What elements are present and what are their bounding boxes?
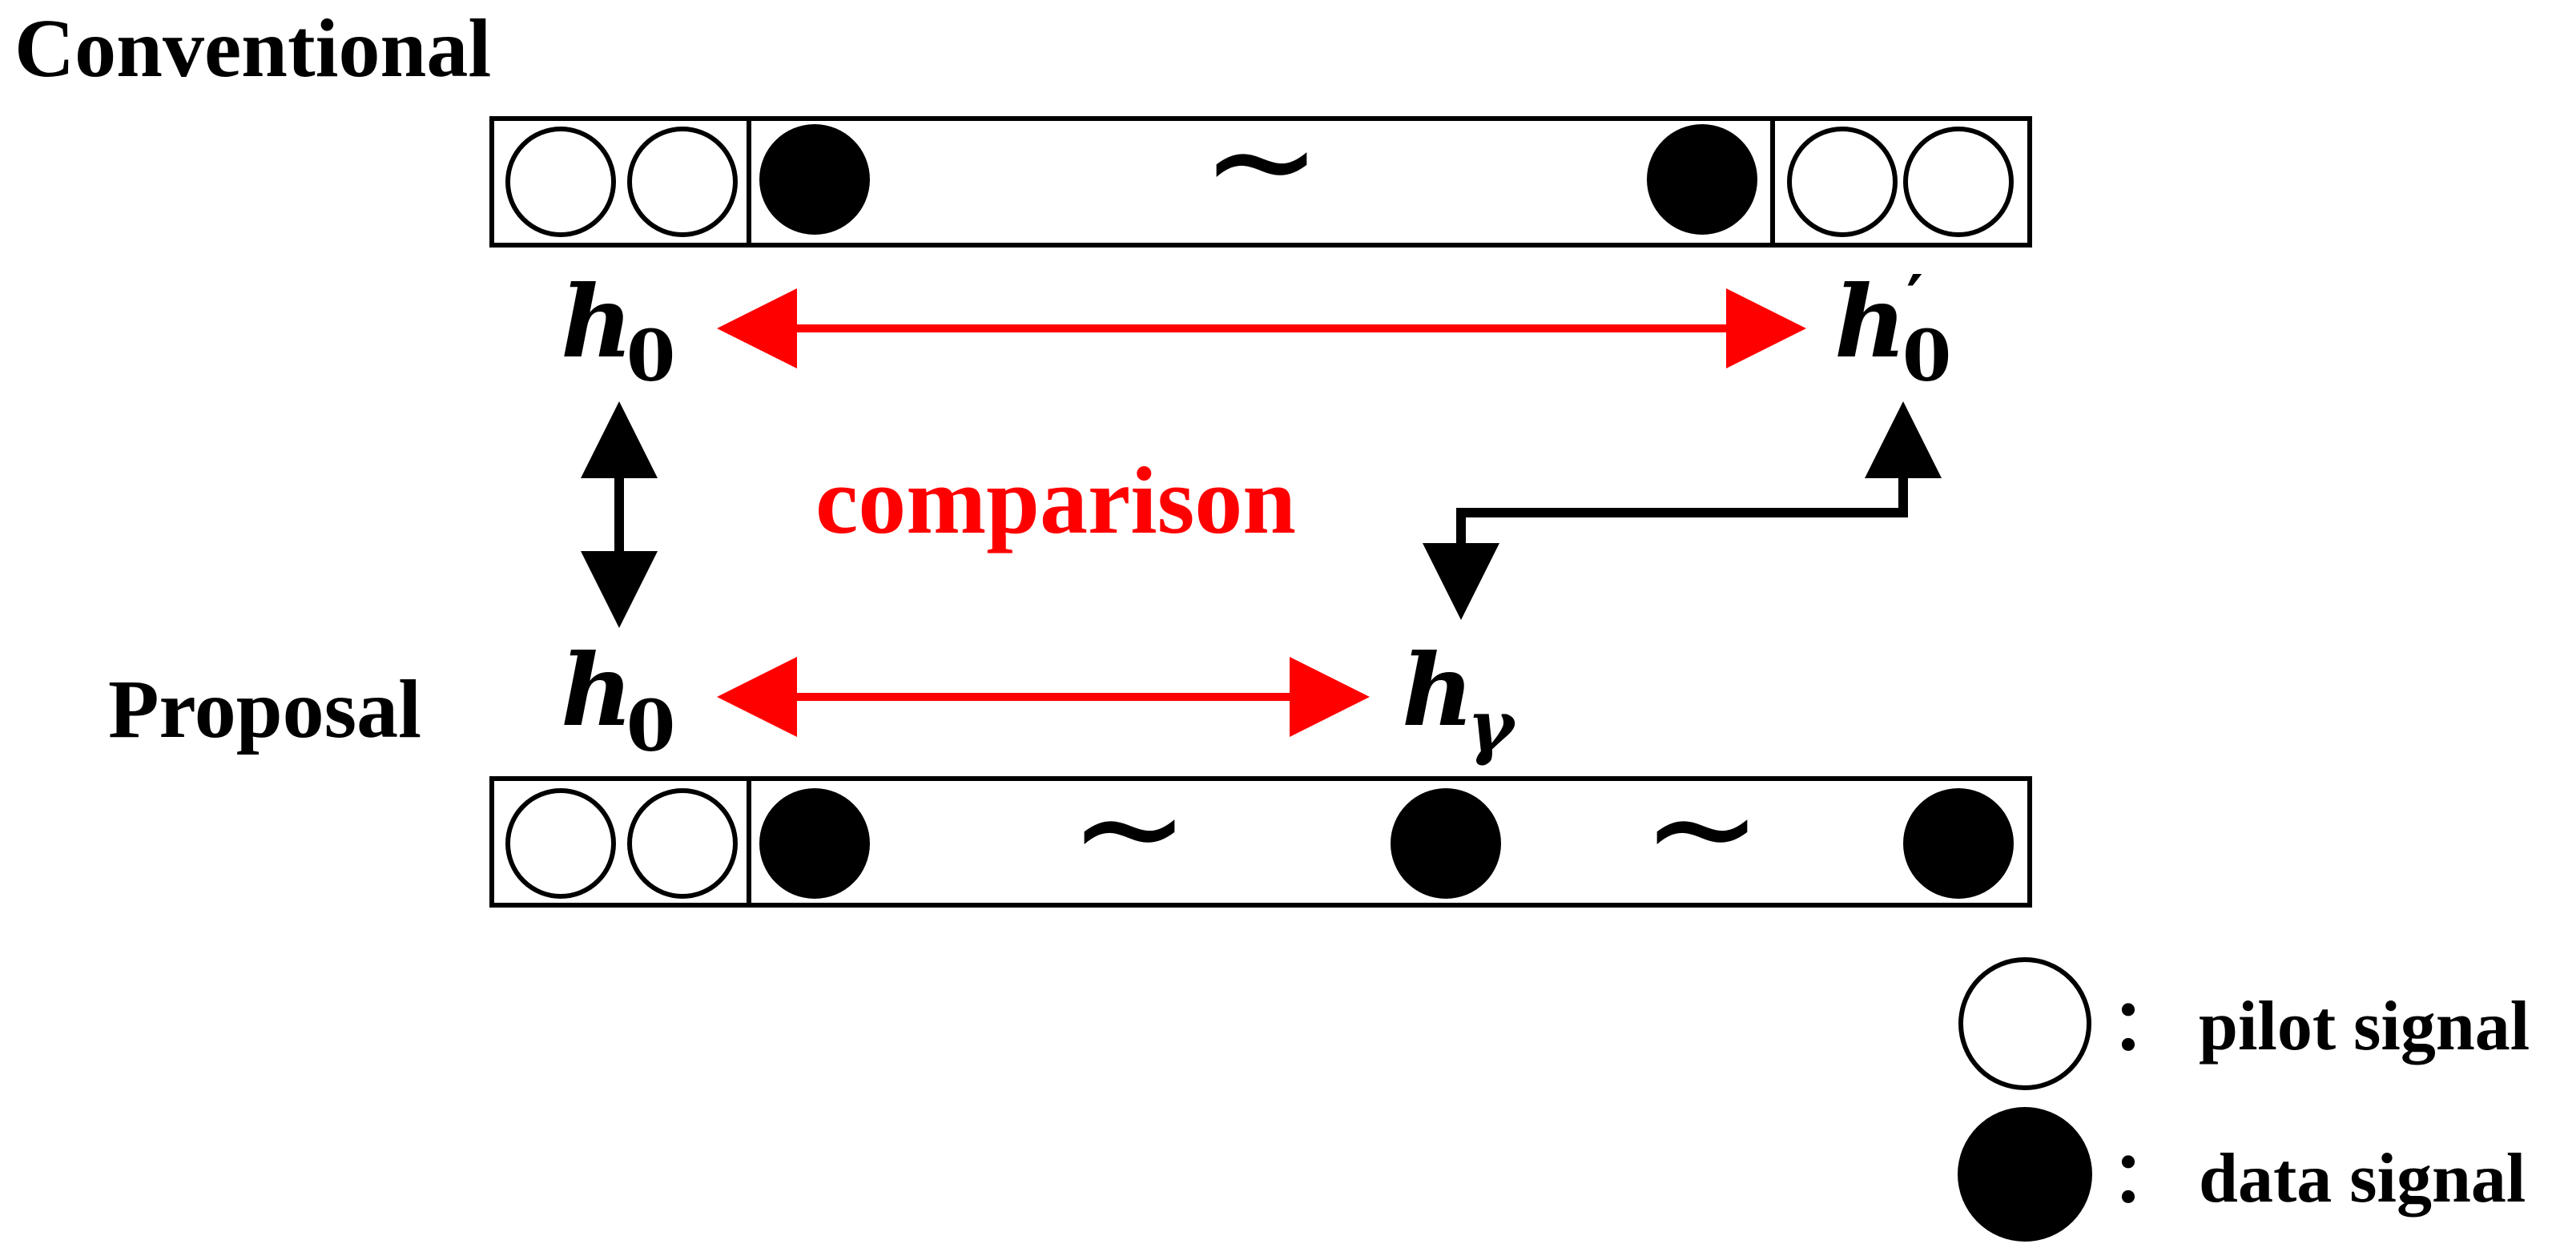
h-symbol: h	[1402, 633, 1474, 749]
h0prime-to-hgamma-arrow	[1423, 401, 1942, 620]
pilot-signal-icon	[627, 127, 738, 237]
conventional-label: Conventional	[14, 2, 491, 95]
pilot-signal-icon	[1903, 127, 2014, 237]
proposal-label: Proposal	[108, 663, 421, 755]
data-legend-label: ： data signal	[2111, 1140, 2526, 1218]
h-symbol: h	[561, 633, 633, 749]
pilot-legend-label: ： pilot signal	[2111, 988, 2530, 1065]
h0-prime: h 0 ′	[1834, 260, 1951, 397]
legend: ： pilot signal ： data signal	[1958, 957, 2530, 1242]
pilot-signal-icon	[1787, 127, 1898, 237]
h-symbol: h	[1834, 264, 1906, 380]
h-symbol: h	[561, 264, 633, 380]
data-signal-icon	[1903, 788, 2014, 899]
proposal-frame-border	[489, 776, 2032, 908]
tilde-symbol: ∼	[1201, 77, 1322, 244]
tilde-symbol: ∼	[1069, 744, 1190, 912]
data-signal-icon	[1391, 788, 1501, 899]
h0-conventional: h 0	[561, 264, 675, 397]
tilde-symbol: ∼	[1642, 744, 1763, 912]
data-signal-icon	[759, 124, 870, 235]
h0-proposal: h 0	[561, 633, 675, 767]
comparison-label: comparison	[815, 447, 1296, 554]
subscript-zero: 0	[626, 314, 675, 397]
data-signal-icon	[1647, 124, 1757, 235]
subscript-gamma: γ	[1467, 684, 1517, 767]
data-signal-icon	[759, 788, 870, 899]
data-legend-icon	[1958, 1107, 2092, 1242]
conventional-frame-border	[489, 116, 2032, 248]
pilot-legend-icon	[1958, 957, 2091, 1090]
conventional-frame: ∼	[489, 77, 2032, 248]
proposal-frame: ∼ ∼	[489, 744, 2032, 912]
pilot-signal-icon	[505, 788, 616, 899]
subscript-zero: 0	[1902, 314, 1951, 397]
prime-mark: ′	[1906, 260, 1923, 336]
pilot-signal-icon	[627, 788, 738, 899]
subscript-zero: 0	[626, 684, 675, 767]
h-gamma: h γ	[1402, 633, 1517, 767]
pilot-signal-icon	[505, 127, 616, 237]
